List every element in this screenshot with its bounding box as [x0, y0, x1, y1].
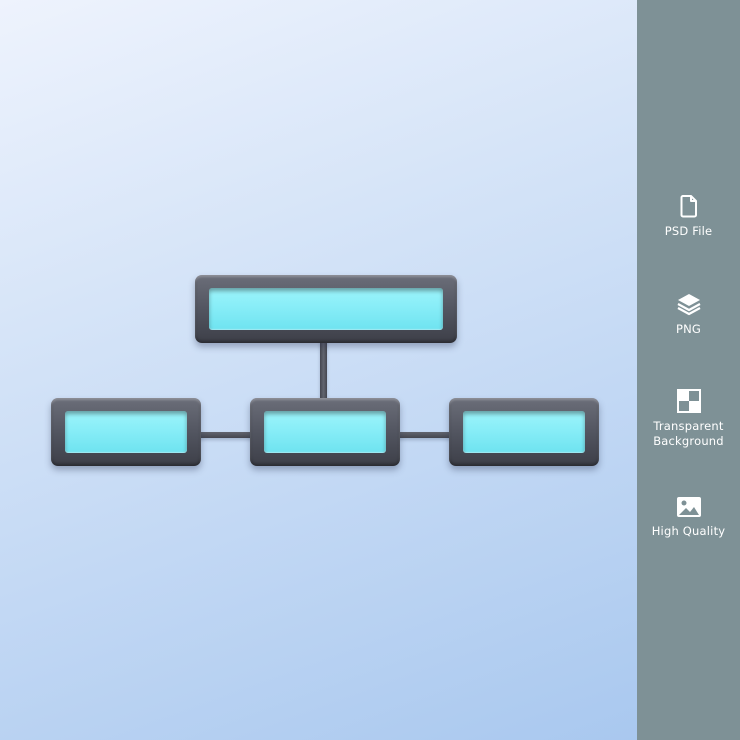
feature-label: High Quality: [651, 524, 726, 538]
connector-right: [393, 432, 457, 438]
feature-png: PNG: [637, 292, 740, 337]
checkerboard-icon: [676, 389, 701, 413]
feature-label: PNG: [675, 322, 702, 336]
feature-high-quality: High Quality: [637, 496, 740, 539]
hierarchy-node-center: [250, 398, 400, 466]
file-icon: [680, 195, 697, 218]
image-icon: [676, 497, 701, 517]
hierarchy-node-top: [195, 275, 457, 343]
feature-label: Transparent Background: [653, 419, 724, 448]
node-screen: [209, 288, 443, 330]
connector-vertical: [320, 335, 327, 407]
hierarchy-node-left: [51, 398, 201, 466]
node-screen: [264, 411, 386, 453]
node-screen: [463, 411, 585, 453]
features-sidebar: PSD File PNG Transparent Background High…: [637, 0, 740, 740]
feature-label: PSD File: [664, 224, 713, 238]
feature-transparent-background: Transparent Background: [637, 389, 740, 449]
hierarchy-node-right: [449, 398, 599, 466]
illustration-canvas: [0, 0, 637, 740]
node-screen: [65, 411, 187, 453]
feature-psd-file: PSD File: [637, 194, 740, 239]
layers-icon: [676, 294, 701, 316]
connector-left: [193, 432, 257, 438]
